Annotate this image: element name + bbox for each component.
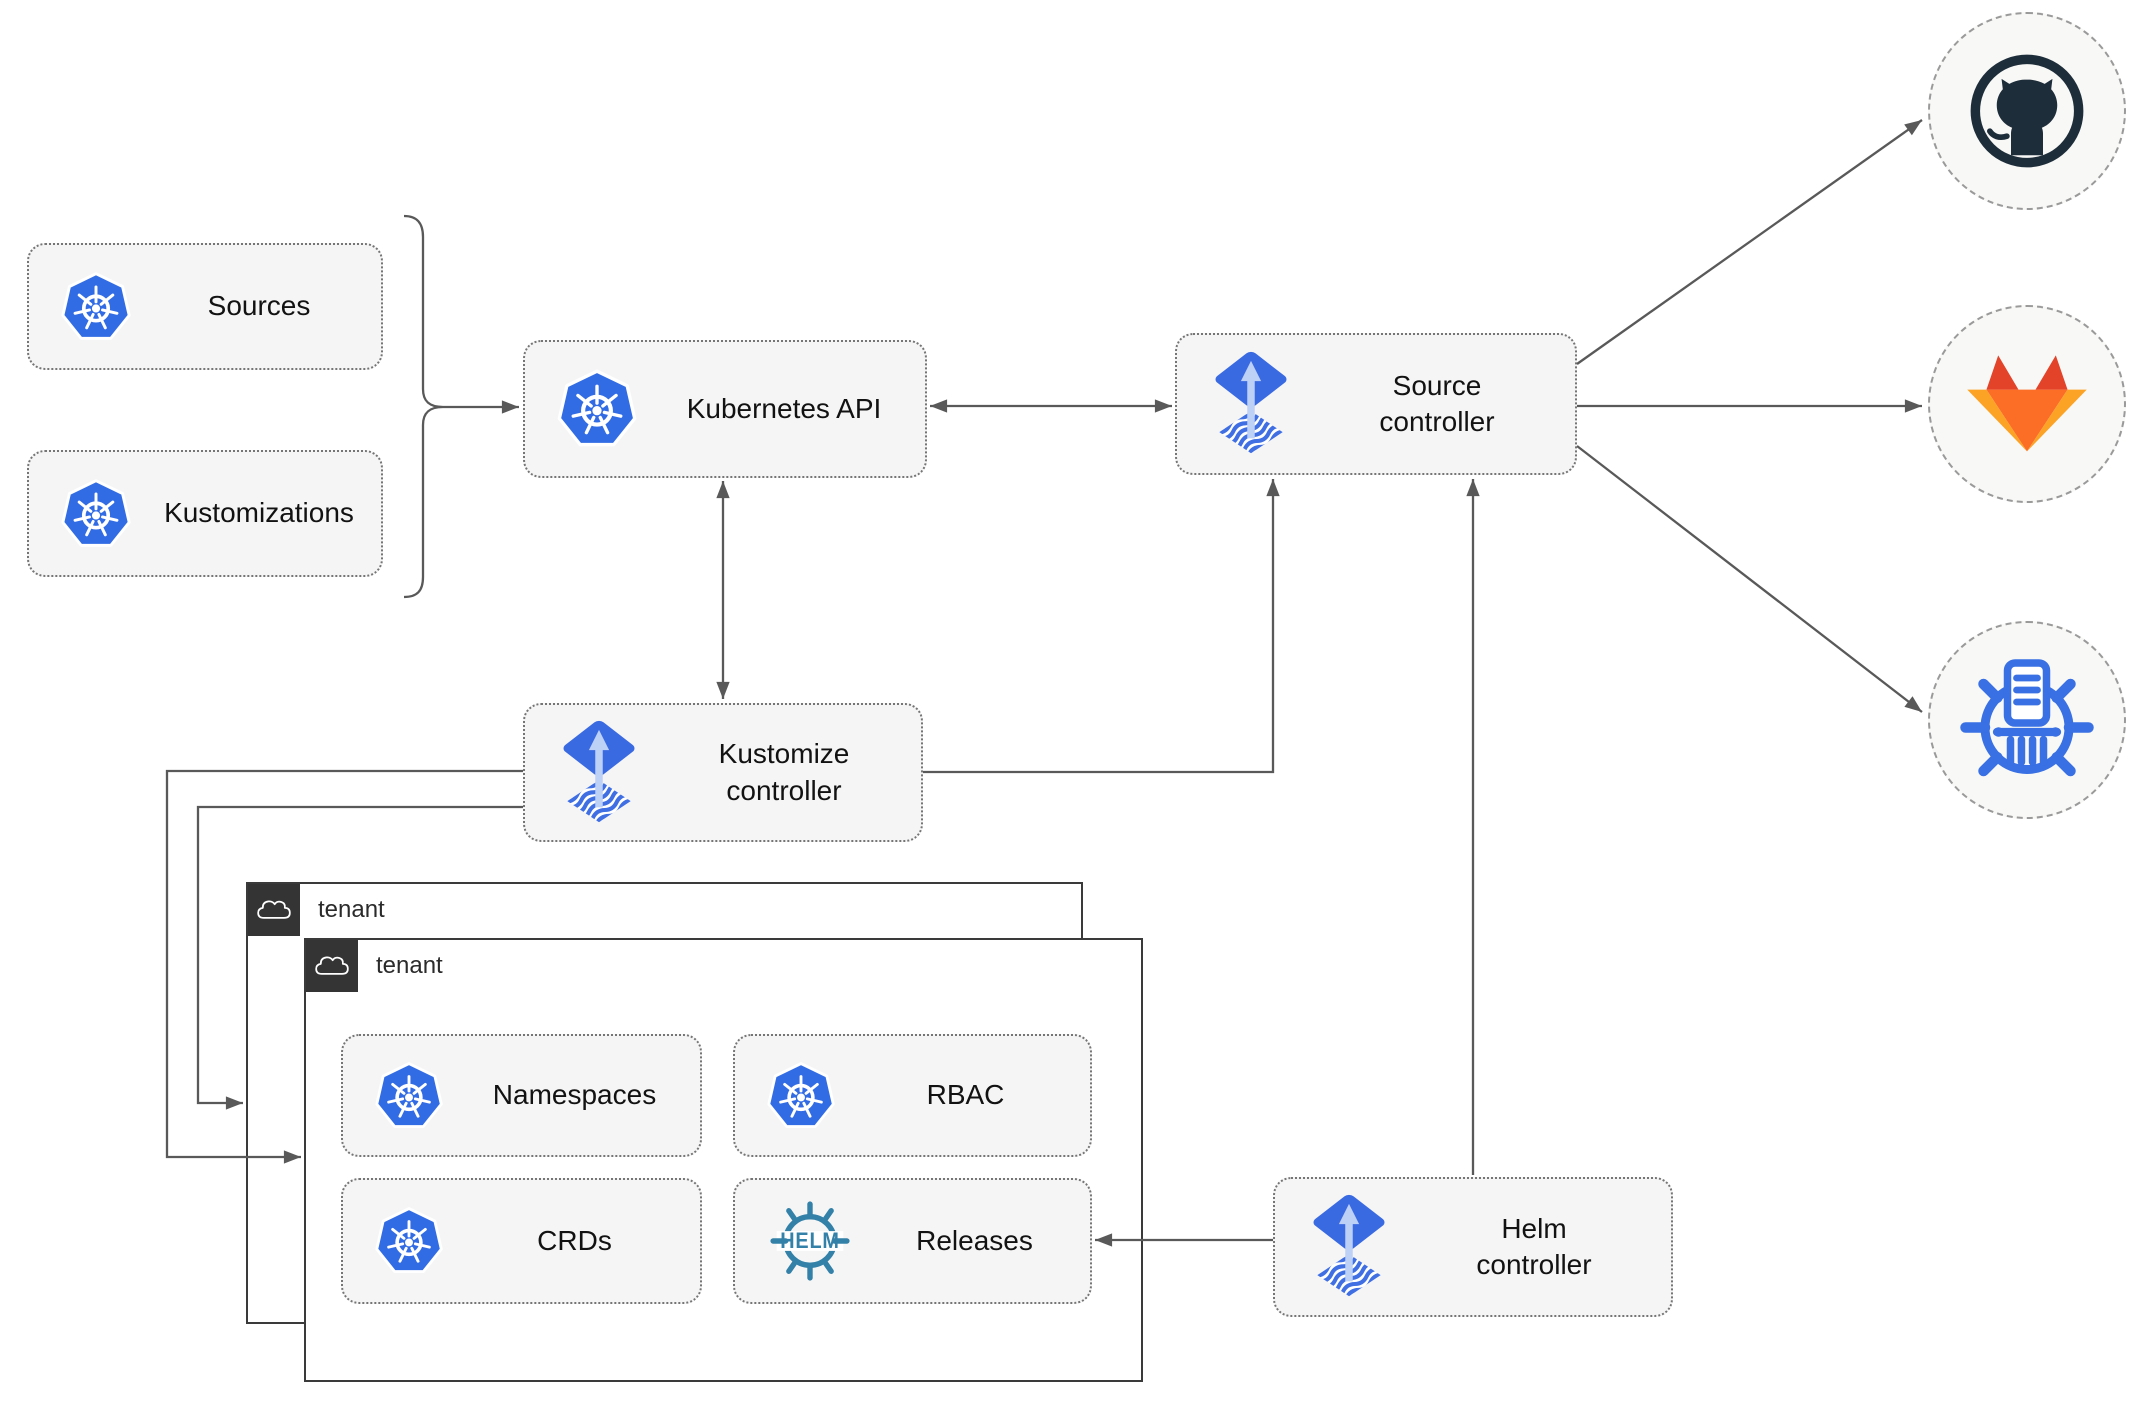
node-kustomizations: Kustomizations	[27, 450, 383, 577]
node-label: Releases	[916, 1224, 1033, 1256]
node-label: Source controller	[1379, 369, 1495, 437]
endpoint-github	[1928, 12, 2126, 210]
flux-icon	[555, 718, 643, 828]
flux-icon	[1305, 1192, 1393, 1302]
kubernetes-icon	[59, 477, 133, 551]
tenant-outer-tab	[248, 884, 300, 936]
node-helm-controller: Helm controller	[1273, 1177, 1673, 1317]
kubernetes-icon	[373, 1205, 445, 1277]
svg-text:HELM: HELM	[780, 1228, 839, 1253]
tenant-outer-label: tenant	[318, 896, 385, 923]
cloud-icon	[314, 953, 350, 979]
endpoint-gitlab	[1928, 305, 2126, 503]
node-kubernetes-api: Kubernetes API	[523, 340, 927, 478]
node-label: Namespaces	[492, 1079, 657, 1111]
tenant-inner-label: tenant	[376, 952, 443, 979]
node-crds: CRDs	[341, 1178, 702, 1304]
kubernetes-icon	[765, 1060, 837, 1132]
node-kustomize-controller: Kustomize controller	[523, 703, 923, 842]
node-label: Kustomizations	[164, 497, 354, 529]
kubernetes-icon	[59, 270, 133, 344]
node-label: Helm controller	[1476, 1212, 1592, 1280]
tenant-group-inner: tenant	[304, 938, 1143, 1382]
gitlab-icon	[1963, 349, 2091, 460]
tenant-inner-tab	[306, 940, 358, 992]
node-source-controller: Source controller	[1175, 333, 1577, 475]
node-label: Kubernetes API	[686, 392, 882, 424]
node-label: Sources	[207, 290, 311, 322]
chartmuseum-icon	[1952, 645, 2102, 795]
arrow-kustomize-controller-to-source-controller	[923, 479, 1280, 774]
node-label: Kustomize controller	[718, 738, 850, 806]
kubernetes-icon	[373, 1060, 445, 1132]
github-icon	[1964, 48, 2090, 174]
node-label: RBAC	[926, 1079, 1005, 1111]
cloud-icon	[256, 897, 292, 923]
endpoint-helm-repository	[1928, 621, 2126, 819]
kubernetes-icon	[555, 367, 639, 451]
arrow-source-controller-to-helm-repository	[1576, 445, 1923, 713]
brace-sources-kustomizations	[403, 214, 444, 599]
arrow-source-controller-to-github	[1576, 119, 1923, 365]
node-namespaces: Namespaces	[341, 1034, 702, 1157]
node-label: CRDs	[537, 1224, 612, 1256]
node-rbac: RBAC	[733, 1034, 1092, 1157]
flux-icon	[1207, 349, 1295, 459]
node-releases: HELM Releases	[733, 1178, 1092, 1304]
node-sources: Sources	[27, 243, 383, 370]
helm-icon: HELM	[765, 1196, 855, 1286]
